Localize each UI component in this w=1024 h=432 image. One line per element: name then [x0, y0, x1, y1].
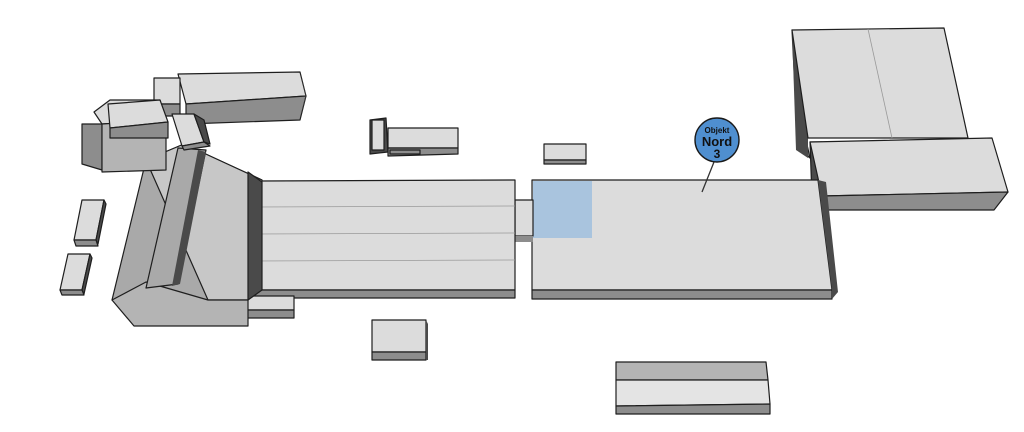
building-northwest-long[interactable]: [177, 71, 307, 125]
building-west-step: [245, 295, 295, 319]
highlighted-zone[interactable]: [533, 181, 592, 238]
building-main-hall-east[interactable]: [531, 179, 838, 300]
building-east-annex[interactable]: [809, 137, 1009, 211]
building-northwest-block[interactable]: [81, 99, 169, 173]
callout-line-2: Nord: [702, 134, 732, 149]
callout-line-3: 3: [714, 147, 721, 161]
callout-bubble[interactable]: [694, 117, 740, 163]
building-northwest-small[interactable]: [171, 113, 211, 151]
building-central-kiosk[interactable]: [543, 143, 587, 165]
pavilion-west-1[interactable]: [73, 199, 107, 247]
building-northwest-tower[interactable]: [153, 77, 181, 117]
building-central-north[interactable]: [369, 117, 459, 157]
connector-bridge: [514, 199, 534, 242]
pavilion-west-2[interactable]: [59, 253, 93, 296]
callout-line-1: Objekt: [705, 126, 730, 135]
building-southeast[interactable]: [615, 361, 771, 415]
building-east-tall[interactable]: [791, 27, 969, 159]
building-gabled-hall[interactable]: [111, 143, 263, 327]
building-central-south[interactable]: [371, 319, 428, 361]
callout-pointer-line: [701, 161, 715, 193]
building-main-hall-west[interactable]: [243, 179, 516, 299]
callout-marker[interactable]: Objekt Nord 3: [694, 117, 740, 193]
